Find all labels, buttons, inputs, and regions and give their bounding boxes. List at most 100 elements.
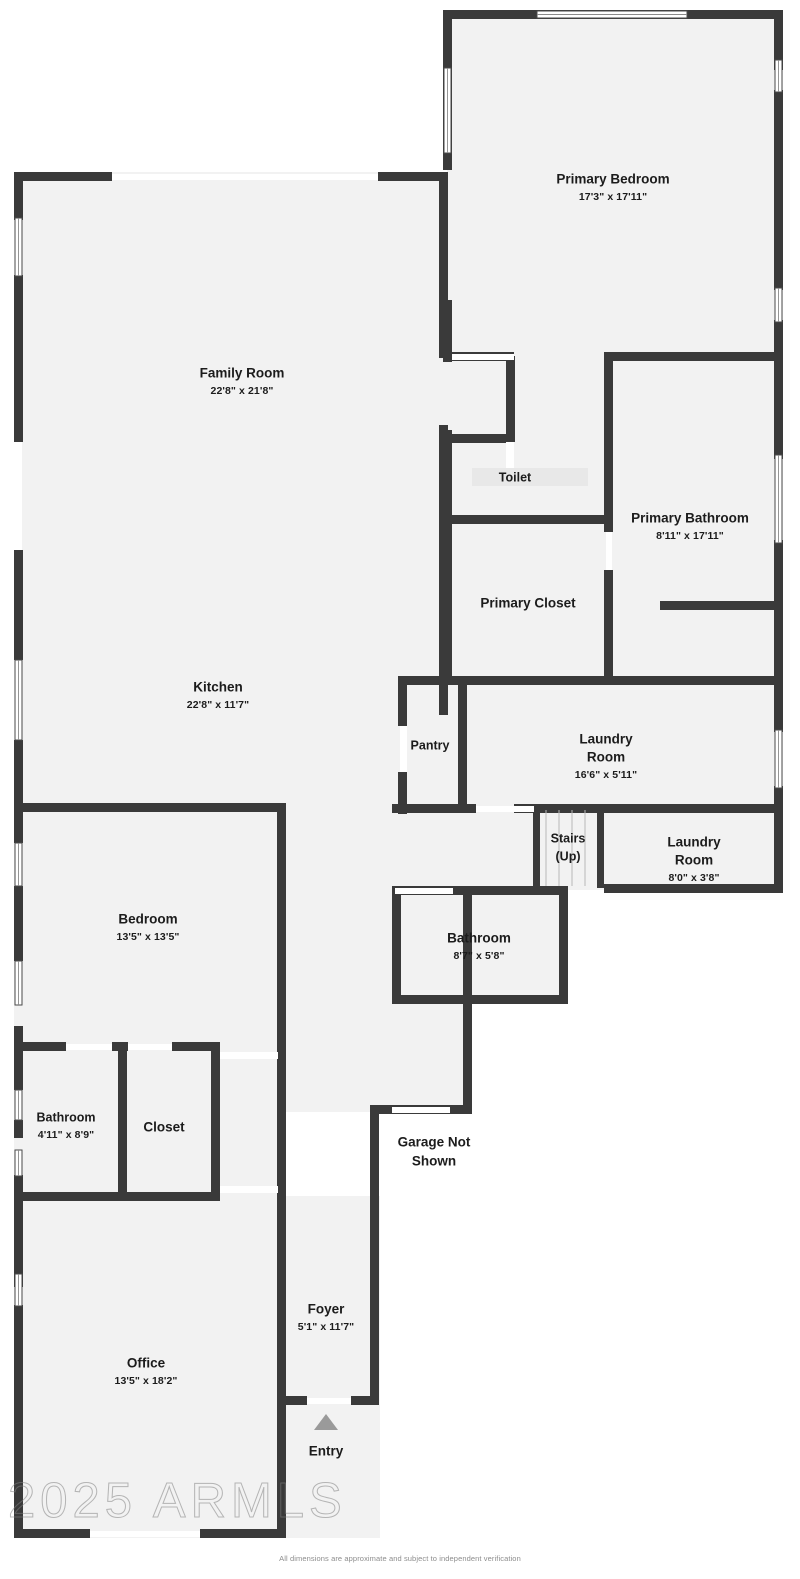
wall-bed-right-lower [277,1078,286,1202]
wall-toilet-bottom [448,515,613,524]
wall-closet-right [211,1042,220,1200]
wall-stairs-right [597,808,604,888]
label-laundry-room-1: Laundry Room 16'6" x 5'11" [575,732,637,781]
primary-bedroom-name: Primary Bedroom [556,172,669,187]
wall-pantry-bottom [392,804,476,813]
wall-stairs-left [533,808,540,888]
room-labels: Primary Bedroom 17'3" x 17'11" Family Ro… [36,172,748,1459]
label-toilet: Toilet [499,470,532,484]
opening-garage-door [392,1107,450,1113]
wall-bath2-bottom [14,1192,220,1201]
door-openings [16,174,612,1537]
stairs-name: Stairs [551,831,586,845]
wall-laundry2-right [774,812,783,890]
wall-office-left-b [14,1305,23,1538]
label-family-room: Family Room 22'8" x 21'8" [200,366,285,397]
opening-pantry-hall [476,806,534,812]
bathroom-hall-dim: 8'7" x 5'8" [453,950,504,962]
fill-office-foyer [14,1196,380,1538]
office-name: Office [127,1356,166,1371]
wall-pantry-left-b [398,772,407,814]
office-dim: 13'5" x 18'2" [115,1375,178,1387]
label-office: Office 13'5" x 18'2" [115,1356,178,1387]
label-stairs: Stairs (Up) [551,831,586,863]
bathroom2-name: Bathroom [36,1110,95,1124]
opening-closet-door-top [128,1044,172,1050]
label-kitchen: Kitchen 22'8" x 11'7" [187,680,249,711]
wall-office-bottom-a [14,1529,90,1538]
foyer-dim: 5'1" x 11'7" [298,1321,354,1333]
opening-entry-door [307,1398,351,1404]
fill-primary-suite [447,352,783,712]
wall-hall-right-upper [463,895,472,1109]
wall-laundry2-bottom [604,884,783,893]
wall-pbed-right-c [774,320,783,362]
stair-treads [545,810,586,886]
label-pantry: Pantry [411,738,450,752]
primary-bathroom-name: Primary Bathroom [631,511,749,526]
laundry1-name-line1: Laundry [579,732,633,747]
wall-bed-bottom-a [14,1042,66,1051]
label-bedroom: Bedroom 13'5" x 13'5" [117,912,180,943]
fill-hallway [276,806,472,1112]
wall-office-right [277,1192,286,1538]
wall-office-left-a [14,1192,23,1287]
kitchen-name: Kitchen [193,680,243,695]
wall-bath2-right [118,1042,127,1200]
wall-bath-bottom [392,995,568,1004]
wall-laundry-right-a [774,682,783,732]
wall-closet-left [443,430,452,682]
wall-bath-top [392,886,568,895]
opening-toilet-door [506,442,514,482]
stairs-dim: (Up) [556,849,581,863]
opening-pbed-bottom [452,354,514,360]
wall-bed-left-b [14,886,23,961]
opening-pantry-door [400,726,407,772]
wall-foyer-bottom-b [351,1396,379,1405]
label-foyer: Foyer 5'1" x 11'7" [298,1302,354,1333]
fill-family-kitchen [18,172,448,812]
label-bathroom-2: Bathroom 4'11" x 8'9" [36,1110,95,1140]
wall-pbed-bottom-gap [604,352,680,361]
wall-fam-left-e [14,740,23,810]
wall-fam-left-b [14,275,23,337]
wall-foyer-right [370,1192,379,1402]
family-room-name: Family Room [200,366,285,381]
wall-bath2-left-c [14,1175,23,1201]
opening-closet-hall-a [220,1052,278,1059]
wall-pantry-left-a [398,676,407,726]
wall-pantry-right [458,680,467,812]
wall-fam-top-left [14,172,112,181]
entry-arrow-icon [314,1414,338,1430]
garage-note-line2: Shown [412,1154,456,1169]
wall-laundry-right-b [774,786,783,812]
family-room-dim: 22'8" x 21'8" [211,385,274,397]
wall-pbath-top [660,352,783,361]
toilet-name: Toilet [499,470,532,484]
pantry-name: Pantry [411,738,450,752]
wall-toilet-right-upper [604,356,613,442]
label-entry: Entry [309,1414,344,1459]
label-closet: Closet [143,1120,185,1135]
opening-closet-door [606,532,612,570]
wall-fam-top-right [378,172,448,181]
bedroom-name: Bedroom [118,912,177,927]
wall-pbath-right-b [774,540,783,602]
opening-office-bottom [90,1531,200,1537]
primary-bathroom-dim: 8'11" x 17'11" [656,530,724,542]
wall-pbath-mid-shelf [660,601,783,610]
opening-family-left-slider [16,442,22,550]
label-bathroom-hall: Bathroom 8'7" x 5'8" [447,931,511,962]
wall-fam-left-d [14,550,23,660]
disclaimer-text: All dimensions are approximate and subje… [279,1554,521,1563]
label-primary-bedroom: Primary Bedroom 17'3" x 17'11" [556,172,669,203]
closet-name: Closet [143,1120,185,1135]
wall-laundry2-top [620,804,783,813]
wall-pbed-right-a [774,10,783,70]
wall-toilet-right-b [604,482,613,532]
label-primary-bathroom: Primary Bathroom 8'11" x 17'11" [631,511,749,542]
wall-bed-right [277,803,286,1078]
wall-laundry-bottom [514,804,704,813]
